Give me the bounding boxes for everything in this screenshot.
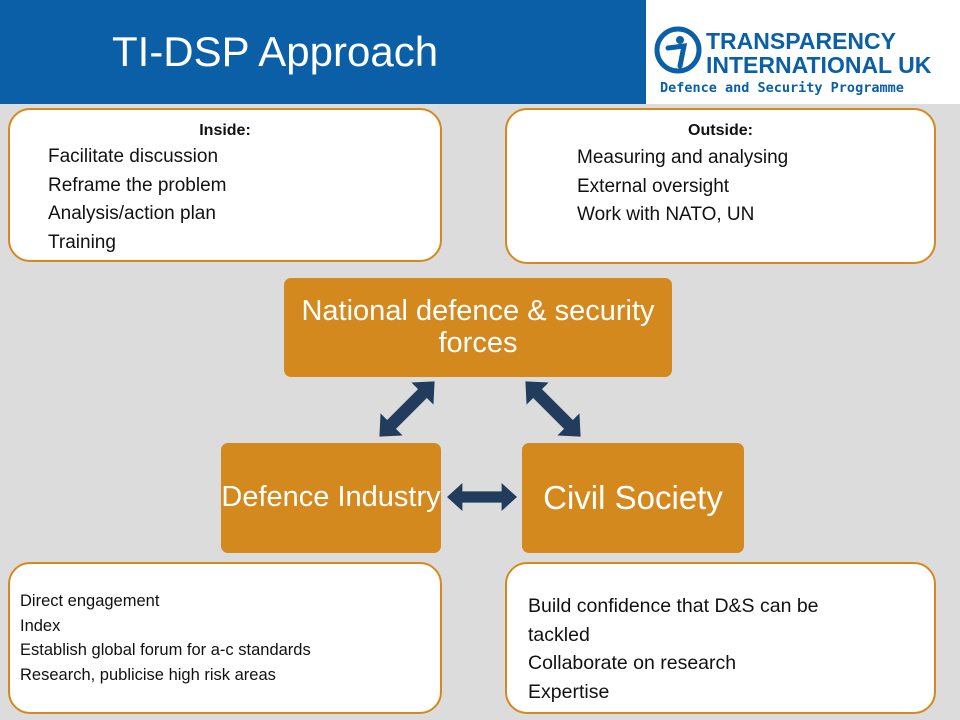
inside-item: Reframe the problem: [48, 174, 227, 196]
inside-item: Training: [48, 231, 116, 253]
industry-item: Establish global forum for a-c standards: [20, 641, 311, 659]
industry-item: Research, publicise high risk areas: [20, 665, 276, 684]
arrow-industry-civil: [447, 483, 517, 511]
header-bar: [0, 0, 646, 104]
inside-item: Facilitate discussion: [48, 146, 219, 167]
outside-heading: Outside:: [688, 122, 753, 139]
inside-box: Inside: Facilitate discussion Reframe th…: [8, 108, 442, 262]
civil-item: tackled: [528, 623, 590, 646]
outside-item: External oversight: [577, 175, 730, 197]
slide-title: TI-DSP Approach: [112, 28, 439, 75]
industry-box: Direct engagement Index Establish global…: [8, 562, 442, 714]
inside-heading: Inside:: [199, 122, 251, 139]
outside-box: Outside: Measuring and analysing Externa…: [505, 108, 936, 264]
civil-item: Build confidence that D&S can be: [528, 595, 819, 617]
national-forces-node: National defence & security forces: [284, 278, 672, 377]
arrow-national-industry: [368, 370, 446, 448]
civil-box: Build confidence that D&S can be tackled…: [505, 562, 936, 714]
transparency-logo-icon: [654, 26, 702, 74]
arrow-national-civil: [514, 370, 592, 448]
outside-item: Work with NATO, UN: [577, 204, 755, 225]
logo-text-international: INTERNATIONAL UK: [706, 52, 932, 78]
industry-item: Index: [20, 616, 61, 635]
logo-text-programme: Defence and Security Programme: [660, 80, 904, 96]
outside-item: Measuring and analysing: [577, 147, 789, 168]
civil-item: Collaborate on research: [528, 652, 737, 674]
defence-industry-node: Defence Industry: [221, 443, 441, 553]
inside-item: Analysis/action plan: [48, 203, 216, 224]
civil-society-node: Civil Society: [522, 443, 744, 553]
industry-item: Direct engagement: [20, 592, 160, 610]
logo-text-transparency: TRANSPARENCY: [706, 28, 896, 54]
civil-item: Expertise: [528, 680, 610, 703]
